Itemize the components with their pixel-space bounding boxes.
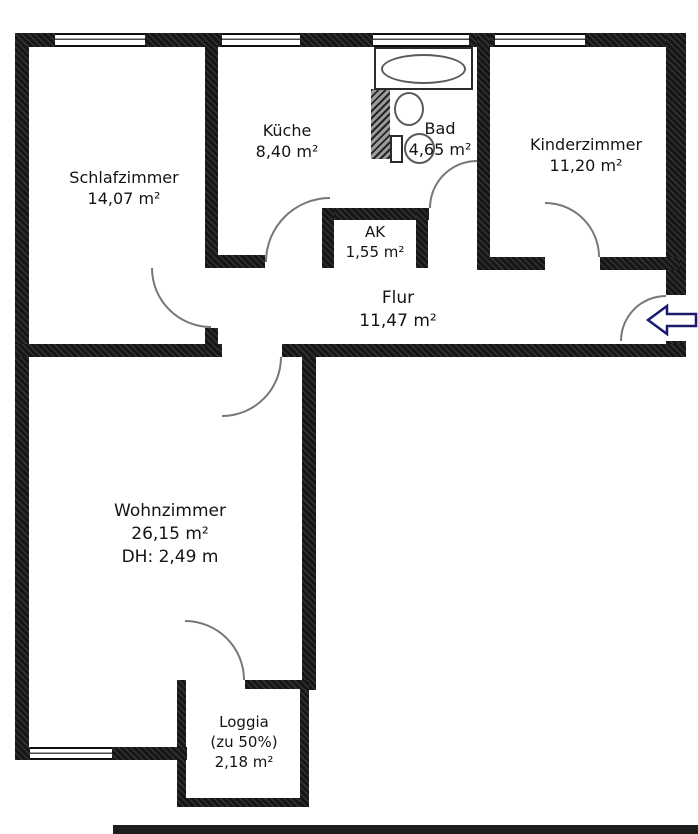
wall-outer-right-upper [666,33,686,295]
room-name: AK [364,223,386,241]
room-name: Flur [381,288,415,308]
toilet-tank [390,135,403,163]
wall-schlafzimmer-lower [205,328,218,357]
room-label-flur: Flur 11,47 m² [318,287,478,333]
room-label-kueche: Küche 8,40 m² [222,120,352,162]
wall-outer-left [15,33,29,760]
room-area: 4,65 m² [408,140,472,159]
room-label-loggia: Loggia (zu 50%) 2,18 m² [178,712,310,772]
wall-kinderzimmer-bottom-left [477,257,545,270]
entrance-arrow-icon [645,303,698,337]
wall-bad-bottom [322,208,429,220]
door-arc-kueche [265,197,330,262]
wall-flur-bottom-right [282,344,686,357]
wall-wohnzimmer-right [302,357,316,690]
wall-loggia-bottom [177,798,309,807]
scan-artifact-bottom [113,825,698,834]
wall-bad-kinderzimmer [477,33,490,270]
room-label-schlafzimmer: Schlafzimmer 14,07 m² [38,167,210,209]
room-name: Wohnzimmer [114,501,226,521]
room-area: 11,20 m² [549,156,623,175]
door-arc-bad [429,160,477,208]
room-area: 8,40 m² [255,142,319,161]
window-kueche [222,33,300,47]
wall-loggia-top [245,680,309,689]
room-area: 26,15 m² [131,524,209,544]
room-area: 14,07 m² [87,189,161,208]
wall-bad-hatched-stub [371,89,390,159]
window-wohnzimmer [30,747,112,760]
window-bad [373,33,469,47]
room-area: 1,55 m² [345,243,405,261]
toilet-bowl [404,133,435,164]
room-area: 11,47 m² [359,311,437,331]
door-arc-schlafzimmer [151,268,211,328]
door-arc-kinderzimmer [545,202,600,257]
wall-flur-bottom-left [15,344,222,357]
room-name: Küche [262,121,312,140]
bathtub-basin [381,54,466,84]
room-label-ak: AK 1,55 m² [325,222,425,262]
door-arc-loggia [185,620,245,680]
room-name: Loggia [219,713,269,731]
room-note: (zu 50%) [210,733,278,751]
room-label-bad: Bad 4,65 m² [388,118,492,160]
window-kinderzimmer [495,33,585,47]
room-label-kinderzimmer: Kinderzimmer 11,20 m² [498,134,674,176]
room-label-wohnzimmer: Wohnzimmer 26,15 m² DH: 2,49 m [58,500,282,569]
room-area: 2,18 m² [214,753,274,771]
wall-kinderzimmer-bottom-right [600,257,680,270]
room-name: Kinderzimmer [529,135,643,154]
wall-schlafzimmer-kueche [205,46,218,268]
room-ceiling: DH: 2,49 m [121,547,219,567]
door-arc-wohnzimmer [222,357,282,417]
window-schlafzimmer [55,33,145,47]
wall-loggia-right [300,680,309,807]
wall-kueche-bottom-stub [218,255,265,268]
wall-ak-right [416,208,428,268]
sink [394,92,424,126]
room-name: Schlafzimmer [69,168,179,187]
wall-loggia-left [177,680,186,807]
room-name: Bad [424,119,456,138]
